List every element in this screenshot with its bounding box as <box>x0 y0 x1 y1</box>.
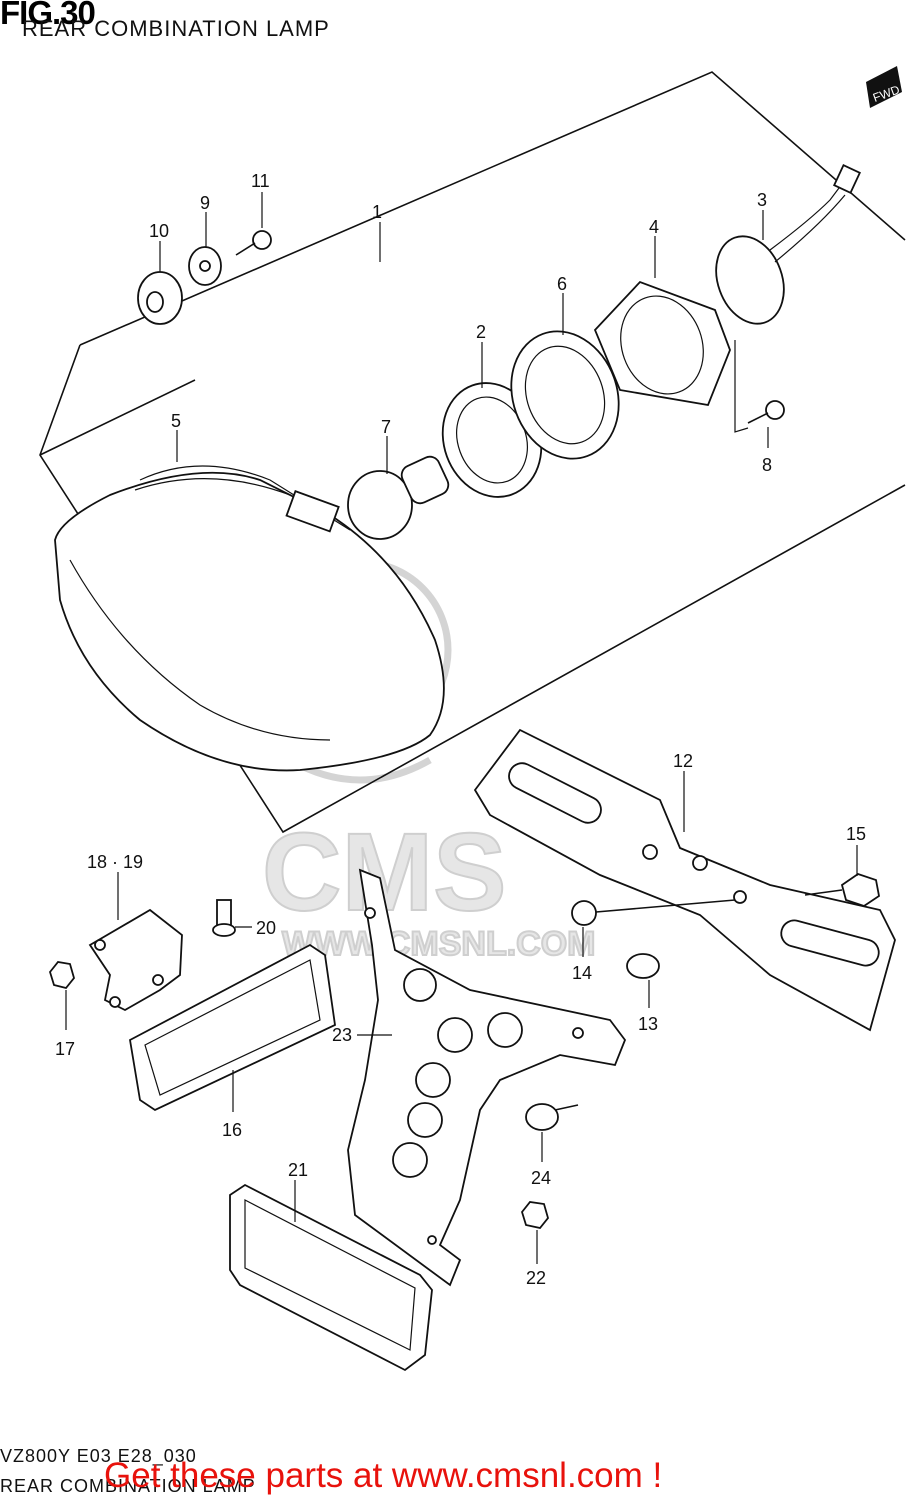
nut-15 <box>804 873 880 907</box>
bolt-20 <box>212 899 236 937</box>
figure-number: FIG.30 <box>0 0 96 31</box>
screw-8 <box>734 340 785 433</box>
nut-17 <box>48 961 75 990</box>
bulb-socket <box>715 164 862 325</box>
callout-3: 3 <box>757 190 767 210</box>
footer-caption: REAR COMBINATION LAMP <box>0 1476 256 1496</box>
bolt-11 <box>235 230 272 256</box>
bulb <box>347 455 450 540</box>
screw-24 <box>525 1103 579 1131</box>
callout-23: 23 <box>332 1025 352 1045</box>
callout-20: 20 <box>256 918 276 938</box>
reflector-bracket <box>88 908 183 1012</box>
rear-reflector <box>229 1183 433 1372</box>
side-reflector <box>129 943 336 1112</box>
gasket <box>593 280 731 407</box>
callout-13: 13 <box>638 1014 658 1034</box>
fwd-arrow-icon: FWD <box>866 66 902 108</box>
callout-2: 2 <box>476 322 486 342</box>
license-bracket <box>473 728 896 1032</box>
nut-22 <box>520 1201 549 1229</box>
callout-21: 21 <box>288 1160 308 1180</box>
callout-6: 6 <box>557 274 567 294</box>
washer-9 <box>188 246 222 286</box>
leader-lines <box>65 192 858 1264</box>
bulb-13 <box>626 953 660 979</box>
plate-stay <box>347 868 627 1287</box>
callout-17: 17 <box>55 1039 75 1059</box>
figure-title: REAR COMBINATION LAMP <box>22 16 330 41</box>
screw-14 <box>571 899 736 926</box>
callout-5: 5 <box>171 411 181 431</box>
callout-11: 11 <box>251 171 270 191</box>
callout-1: 1 <box>372 202 382 222</box>
callout-labels: 1 2 3 4 5 6 7 8 9 10 11 12 13 14 15 16 1… <box>55 171 866 1288</box>
callout-4: 4 <box>649 217 659 237</box>
callout-24: 24 <box>531 1168 551 1188</box>
callout-10: 10 <box>149 221 169 241</box>
model-code: VZ800Y E03 E28_030 <box>0 1446 197 1466</box>
callout-7: 7 <box>381 417 391 437</box>
callout-8: 8 <box>762 455 772 475</box>
callout-15: 15 <box>846 824 866 844</box>
callout-18-19: 18 · 19 <box>87 852 143 872</box>
promo-link[interactable]: Get these parts at www.cmsnl.com ! <box>104 1456 663 1495</box>
callout-16: 16 <box>222 1120 242 1140</box>
tail-lamp-lens <box>54 465 445 772</box>
grommet-10 <box>137 271 183 325</box>
callout-22: 22 <box>526 1268 546 1288</box>
watermark-url: WWW.CMSNL.COM <box>282 925 596 963</box>
callout-12: 12 <box>673 751 693 771</box>
callout-14: 14 <box>572 963 592 983</box>
callout-9: 9 <box>200 193 210 213</box>
